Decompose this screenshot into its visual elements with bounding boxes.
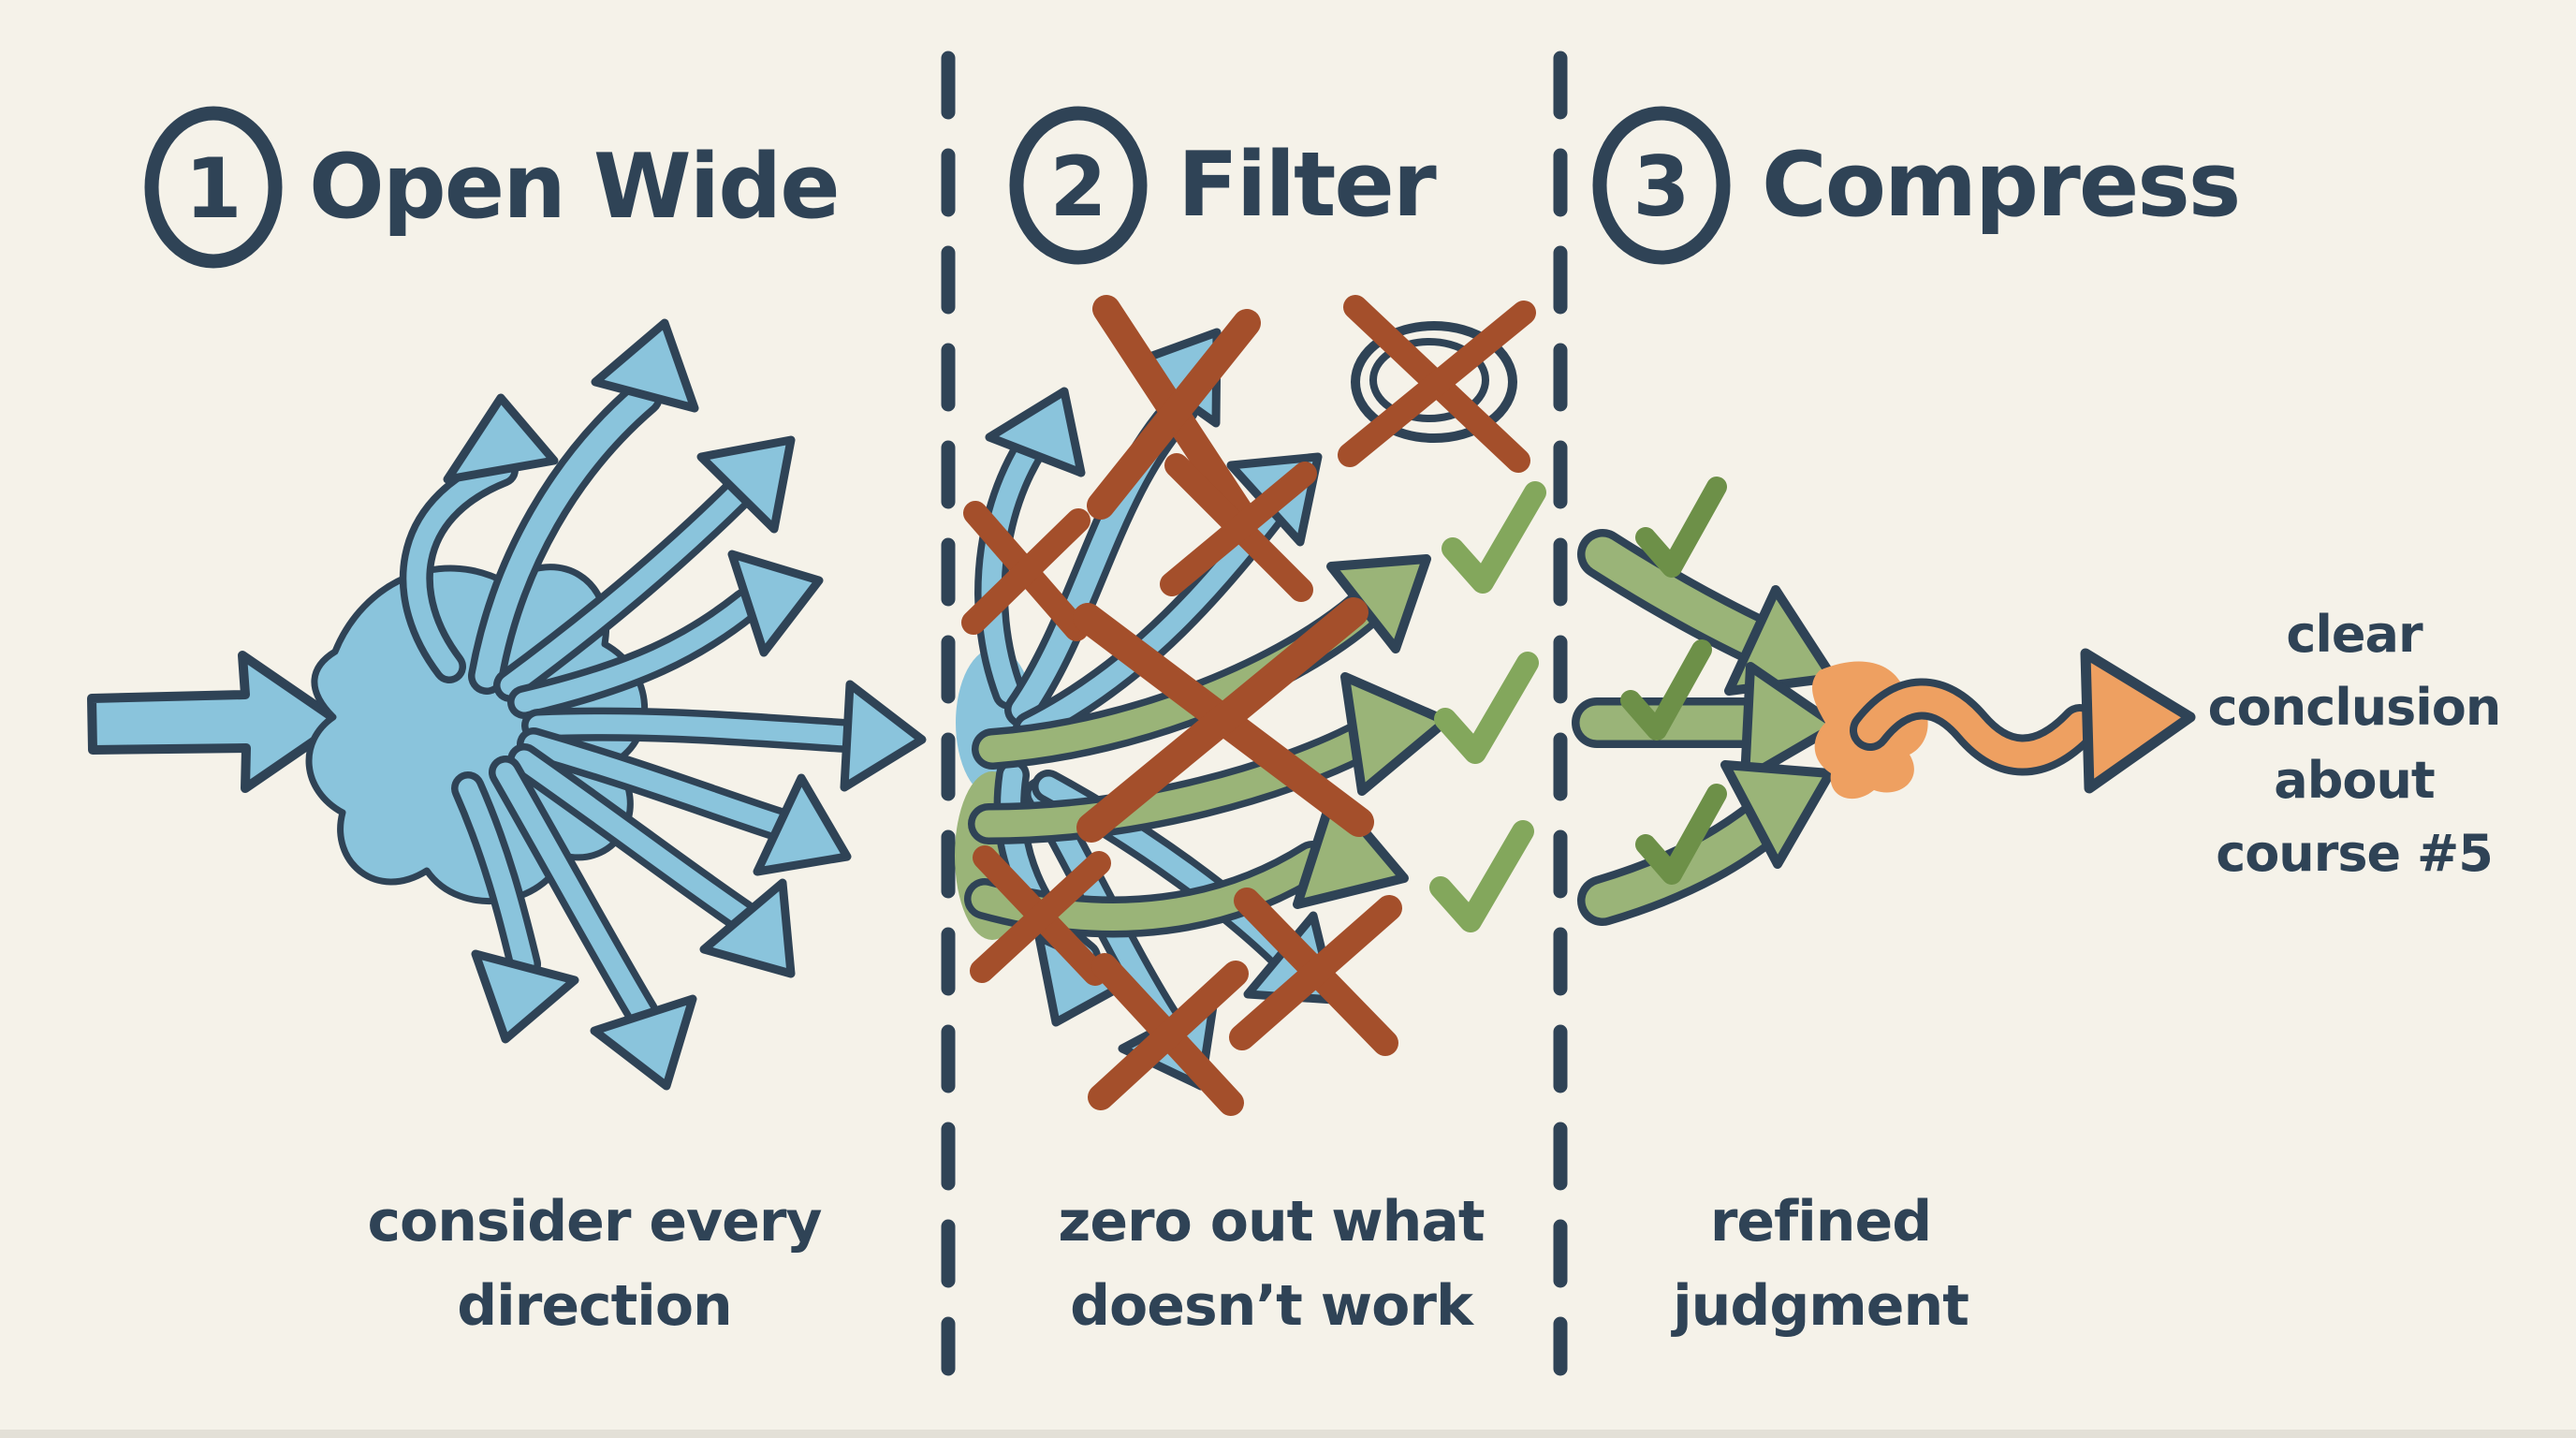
green-arrow-middle [968,672,1451,844]
input-arrow [87,651,345,793]
panel-caption-line: judgment [1671,1273,1969,1339]
panel-caption-line: consider every [367,1189,822,1255]
check-icon [1434,652,1539,764]
check-icon [1635,477,1727,578]
fan-arrows [399,318,927,1091]
conclusion-note: clear conclusion about course #5 [2208,605,2502,883]
result-arrow [1850,648,2196,794]
step-number-circle [144,106,283,269]
fan-arrow-up-right [493,435,796,702]
fan-arrow-right-up [507,550,824,719]
conclusion-line: about [2274,751,2435,810]
fan-arrow-up [468,318,699,695]
x-mark-large [1073,597,1374,843]
step-number-circle [1009,106,1148,265]
x-mark [1088,953,1249,1116]
fan-arrow-down [489,756,697,1091]
check-icons-on-arrows [1620,477,1727,885]
conclusion-line: course #5 [2216,824,2493,883]
panel-title: Filter [1178,134,1437,237]
conclusion-line: clear [2286,605,2423,664]
x-mark [1229,888,1402,1056]
panel-title: Open Wide [309,136,839,239]
check-icon [1635,784,1727,885]
fan-arrow-down-left [451,771,579,1044]
bottom-edge [0,1430,2576,1438]
conclusion-line: conclusion [2208,678,2501,737]
x-mark [961,501,1090,641]
x-marks [961,295,1402,1116]
panel-compress: clear conclusion about course #5 3 Compr… [1572,106,2502,1339]
panel-caption-line: doesn’t work [1070,1273,1475,1339]
x-mark [970,845,1111,986]
check-icons [1429,481,1546,932]
panel-caption-line: zero out what [1058,1189,1484,1255]
green-arrow-top [1577,529,1837,696]
panel-title: Compress [1762,134,2239,237]
x-mark [1160,453,1317,602]
fan-arrow-up-left [399,393,559,683]
check-icon [1620,639,1712,741]
converging-arrows [1572,529,1841,926]
step-number: 3 [1632,139,1690,235]
fan-arrow-right [521,680,927,792]
fan-arrow-right-down [517,727,852,876]
panel-filter: 2 Filter zero out what doesn’t work [955,106,1546,1339]
fan-arrow-down-right [507,743,796,978]
circled-x-icon [1338,295,1536,473]
panel-caption-line: direction [457,1273,732,1339]
green-arrow-bottom [1577,760,1835,926]
panel-caption-line: refined [1710,1189,1931,1255]
step-number: 1 [184,140,242,237]
check-icon [1429,820,1534,932]
step-number: 2 [1049,139,1106,235]
step-number-circle [1592,106,1731,265]
panel-open-wide: 1 Open Wide consider every direction [87,106,927,1339]
x-mark [1087,295,1261,527]
check-icon [1442,481,1546,594]
